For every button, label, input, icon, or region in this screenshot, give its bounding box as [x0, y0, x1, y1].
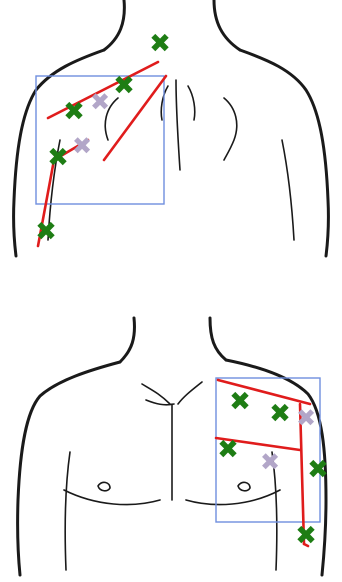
lilac-cross-marker-icon: ✖ — [90, 88, 110, 116]
lilac-cross-marker-icon: ✖ — [296, 404, 316, 432]
svg-text:✖: ✖ — [296, 404, 316, 432]
svg-text:✖: ✖ — [90, 88, 110, 116]
svg-text:✖: ✖ — [149, 29, 171, 59]
svg-text:✖: ✖ — [307, 455, 329, 485]
lower-panel: ✖ ✖ ✖ ✖ ✖ ✖ ✖ — [18, 318, 329, 575]
green-cross-marker-icon: ✖ — [149, 29, 171, 59]
lilac-cross-marker-icon: ✖ — [72, 132, 92, 160]
svg-text:✖: ✖ — [217, 435, 239, 465]
lilac-cross-marker-icon: ✖ — [260, 448, 280, 476]
green-cross-marker-icon: ✖ — [229, 387, 251, 417]
svg-text:✖: ✖ — [72, 132, 92, 160]
svg-text:✖: ✖ — [35, 217, 57, 247]
upper-body-outline — [14, 0, 329, 256]
green-cross-marker-icon: ✖ — [63, 97, 85, 127]
svg-text:✖: ✖ — [229, 387, 251, 417]
markers: ✖ ✖ ✖ ✖ ✖ ✖ ✖ — [35, 29, 171, 247]
svg-text:✖: ✖ — [260, 448, 280, 476]
svg-text:✖: ✖ — [47, 143, 69, 173]
green-cross-marker-icon: ✖ — [269, 399, 291, 429]
upper-panel: ✖ ✖ ✖ ✖ ✖ ✖ ✖ — [14, 0, 329, 256]
green-cross-marker-icon: ✖ — [113, 71, 135, 101]
green-cross-marker-icon: ✖ — [217, 435, 239, 465]
svg-text:✖: ✖ — [113, 71, 135, 101]
svg-text:✖: ✖ — [63, 97, 85, 127]
svg-text:✖: ✖ — [269, 399, 291, 429]
markers: ✖ ✖ ✖ ✖ ✖ ✖ ✖ — [217, 387, 329, 551]
green-cross-marker-icon: ✖ — [307, 455, 329, 485]
green-cross-marker-icon: ✖ — [47, 143, 69, 173]
green-cross-marker-icon: ✖ — [35, 217, 57, 247]
svg-text:✖: ✖ — [295, 521, 317, 551]
green-cross-marker-icon: ✖ — [295, 521, 317, 551]
